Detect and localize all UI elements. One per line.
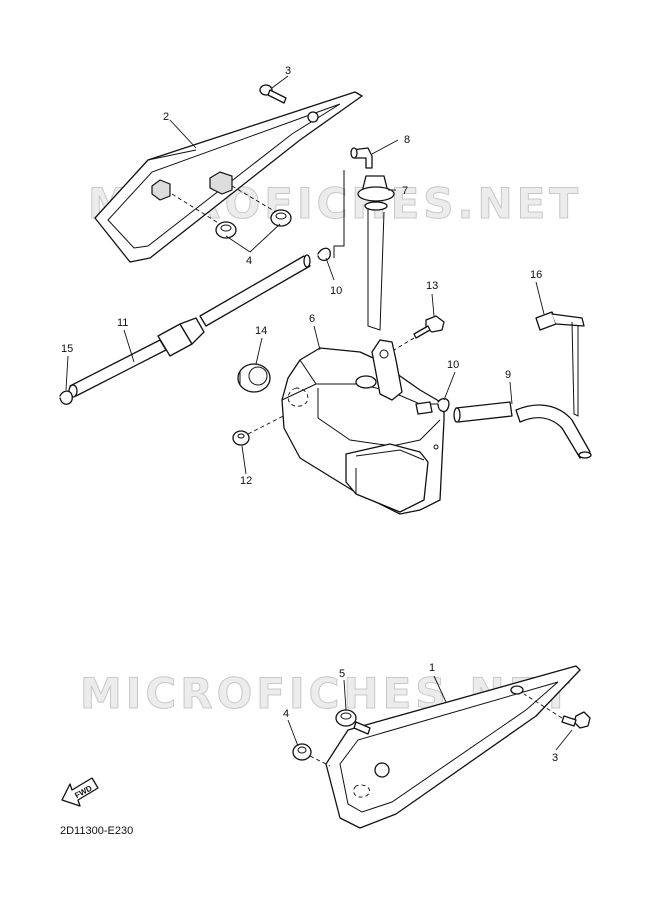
bolt-cover [561,711,591,729]
fwd-arrow: FWD [61,777,99,807]
callout-1: 1 [429,662,435,674]
callout-4-top: 4 [246,255,252,267]
callout-6: 6 [309,313,315,325]
bolt-top [259,84,287,104]
callout-10-right: 10 [447,359,459,371]
hose-short [453,401,592,459]
side-cover-left [94,91,363,263]
hose-long [68,254,311,398]
callout-12: 12 [240,475,252,487]
callout-9: 9 [505,369,511,381]
bolt-tank [413,315,445,339]
clip-lower [437,397,450,413]
callout-5: 5 [339,668,345,680]
callout-7: 7 [402,185,408,197]
clip-upper [317,247,331,262]
breather-fitting [350,147,373,169]
callout-3-top: 3 [285,65,291,77]
callout-4-bottom: 4 [283,708,289,720]
oil-tank [281,339,445,515]
side-cover-right [325,665,581,829]
callout-16: 16 [530,269,542,281]
grommets-top [215,209,292,239]
clip-hose-end [59,390,73,405]
callout-2: 2 [163,111,169,123]
drawing-code: 2D11300-E230 [60,825,133,837]
callout-3-bottom: 3 [552,752,558,764]
callout-11: 11 [117,317,128,329]
damper-tank [232,430,250,446]
callout-15: 15 [61,343,73,355]
tank-cap [357,175,395,331]
callout-13: 13 [426,280,438,292]
callout-10-top: 10 [330,285,342,297]
grommet-cover [292,743,312,761]
clamp-bracket [535,311,585,417]
grommet-tank [237,363,271,393]
callout-8: 8 [404,134,410,146]
callout-14: 14 [255,325,267,337]
leader-lines [65,75,573,751]
damper-cover [335,709,371,735]
